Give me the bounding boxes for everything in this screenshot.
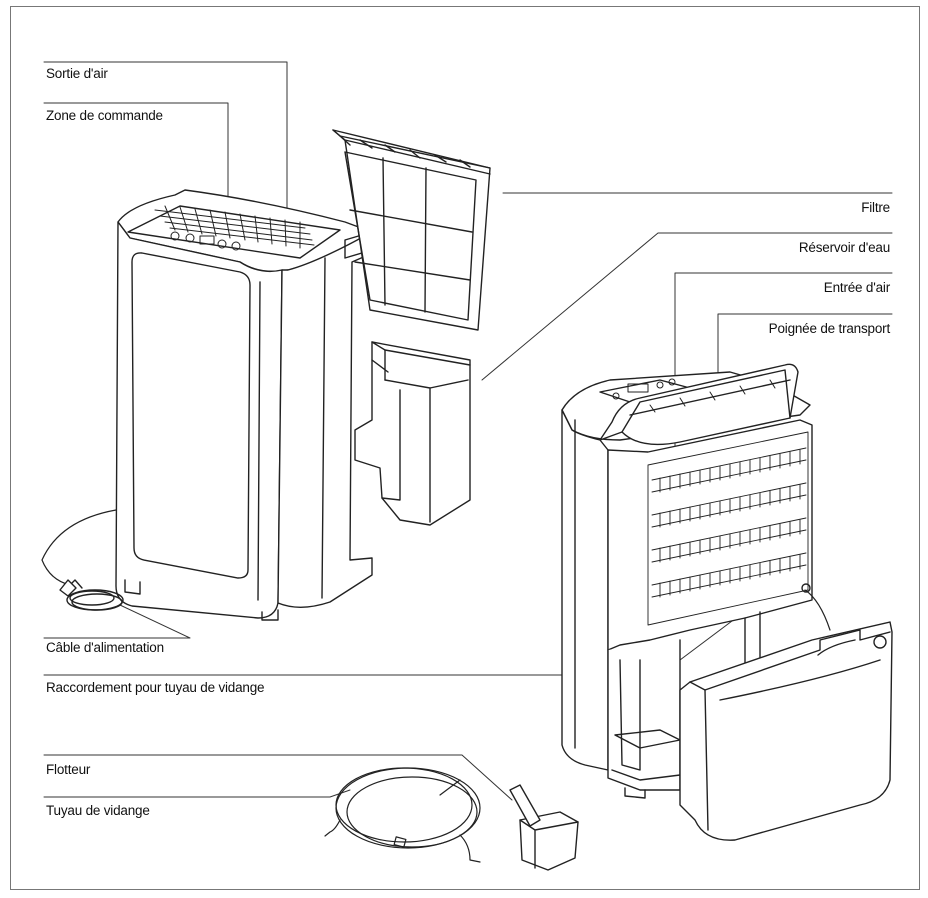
diagram-frame xyxy=(10,6,920,890)
label-poignee: Poignée de transport xyxy=(768,321,891,336)
float-part xyxy=(509,784,579,871)
tank-exploded xyxy=(354,341,471,526)
label-zone-commande: Zone de commande xyxy=(46,108,163,123)
drain-hose xyxy=(324,767,481,863)
label-filtre: Filtre xyxy=(861,200,890,215)
dehumidifier-back-unit xyxy=(561,363,893,841)
label-cable: Câble d'alimentation xyxy=(46,640,164,655)
label-raccordement: Raccordement pour tuyau de vidange xyxy=(46,680,265,695)
filter-exploded xyxy=(332,129,491,331)
label-tuyau: Tuyau de vidange xyxy=(46,803,150,818)
label-reservoir: Réservoir d'eau xyxy=(798,240,890,255)
dehumidifier-front-unit xyxy=(41,189,373,621)
label-sortie-air: Sortie d'air xyxy=(46,66,108,81)
label-entree-air: Entrée d'air xyxy=(823,280,890,295)
label-flotteur: Flotteur xyxy=(46,762,91,777)
